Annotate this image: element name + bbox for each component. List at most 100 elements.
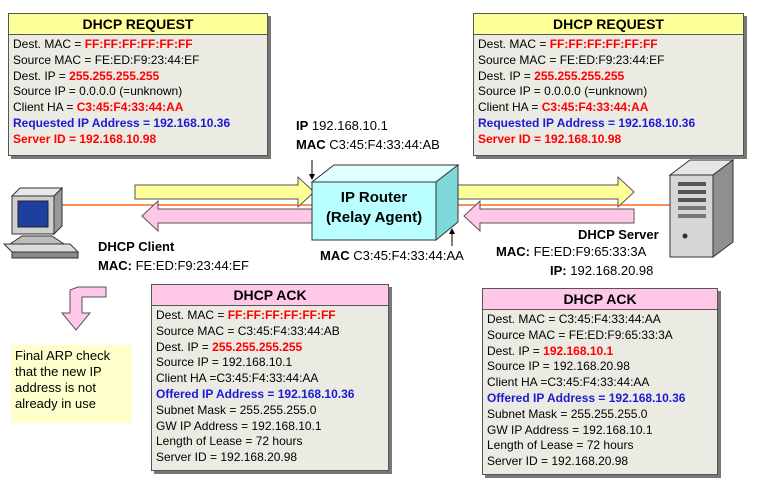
client-ack-title: DHCP ACK <box>152 285 388 306</box>
field-label: Requested IP Address = <box>13 115 154 130</box>
field-value: FF:FF:FF:FF:FF:FF <box>84 37 193 51</box>
field-value: 255.255.255.255 <box>534 68 625 83</box>
arrow-request-to-server <box>449 175 635 209</box>
field-value: 192.168.10.1 <box>582 422 653 437</box>
field-value: 192.168.20.98 <box>551 454 629 469</box>
field-label: Dest. IP = <box>156 339 213 354</box>
field-row: Dest. MAC = C3:45:F4:33:44:AA <box>487 312 717 328</box>
server-ip-value: 192.168.20.98 <box>570 263 654 278</box>
field-row: Dest. IP = 255.255.255.255 <box>478 69 743 85</box>
client-name: DHCP Client <box>98 239 175 254</box>
field-value: 192.168.10.1 <box>222 355 293 370</box>
field-label: Dest. MAC = <box>478 37 550 51</box>
field-label: Source IP = <box>13 84 80 99</box>
client-mac: MAC: FE:ED:F9:23:44:EF <box>98 258 249 273</box>
server-request-box: DHCP REQUEST Dest. MAC = FF:FF:FF:FF:FF:… <box>473 13 744 156</box>
field-row: Requested IP Address = 192.168.10.36 <box>13 116 267 132</box>
field-label: Source MAC = <box>478 52 560 67</box>
field-label: Source IP = <box>478 84 545 99</box>
field-label: Source IP = <box>156 355 223 370</box>
field-value: 192.168.20.98 <box>220 450 298 465</box>
field-row: Source IP = 192.168.10.1 <box>156 355 388 371</box>
field-row: Client HA = C3:45:F4:33:44:AA <box>13 100 267 116</box>
field-row: Source MAC = FE:ED:F9:23:44:EF <box>13 53 267 69</box>
field-value: 192.168.20.98 <box>553 359 630 374</box>
field-value: 0.0.0.0 (=unknown) <box>79 84 183 99</box>
arp-bent-arrow <box>60 286 107 331</box>
client-mac-key: MAC: <box>98 258 132 273</box>
field-value: C3:45:F4:33:44:AB <box>237 323 340 338</box>
field-row: Dest. MAC = FF:FF:FF:FF:FF:FF <box>478 37 743 53</box>
arp-check-note: Final ARP check that the new IP address … <box>11 345 132 423</box>
field-value: 192.168.10.1 <box>543 343 614 358</box>
server-mac-value: FE:ED:F9:65:33:3A <box>533 244 647 259</box>
router-title-line2: (Relay Agent) <box>325 209 423 226</box>
field-row: Offered IP Address = 192.168.10.36 <box>487 391 717 407</box>
field-row: Server ID = 192.168.20.98 <box>487 454 717 470</box>
field-label: Dest. MAC = <box>156 308 228 322</box>
field-value: C3:45:F4:33:44:AA <box>216 371 319 386</box>
field-row: Client HA =C3:45:F4:33:44:AA <box>487 375 717 391</box>
field-row: Dest. IP = 192.168.10.1 <box>487 344 717 360</box>
router-mac-bottom-value: C3:45:F4:33:44:AA <box>353 248 464 263</box>
client-request-box: DHCP REQUEST Dest. MAC = FF:FF:FF:FF:FF:… <box>8 13 268 156</box>
field-row: GW IP Address = 192.168.10.1 <box>156 419 388 435</box>
mac-bottom-pointer-head <box>449 228 455 234</box>
arrow-ack-to-router <box>463 199 635 233</box>
router-ip-label: IP 192.168.10.1 <box>296 118 388 133</box>
field-value: C3:45:F4:33:44:AA <box>76 100 184 115</box>
field-value: 255.255.255.255 <box>212 339 303 354</box>
client-request-title: DHCP REQUEST <box>9 14 267 35</box>
arrow-request-to-router <box>134 175 315 209</box>
field-row: Server ID = 192.168.20.98 <box>156 450 388 466</box>
field-value: FF:FF:FF:FF:FF:FF <box>549 37 658 51</box>
field-label: Client HA = <box>156 371 217 386</box>
router-ip-value: 192.168.10.1 <box>311 118 388 133</box>
field-label: Server ID = <box>487 454 552 469</box>
field-value: C3:45:F4:33:44:AA <box>547 375 650 390</box>
field-label: Server ID = <box>478 131 545 146</box>
field-value: FE:ED:F9:23:44:EF <box>94 52 200 67</box>
field-value: C3:45:F4:33:44:AA <box>541 100 649 115</box>
field-label: Source MAC = <box>13 52 95 67</box>
field-label: Subnet Mask = <box>156 402 240 417</box>
field-label: Dest. IP = <box>487 343 544 358</box>
router-box <box>310 163 460 242</box>
field-value: 255.255.255.0 <box>570 406 648 421</box>
field-label: Dest. MAC = <box>13 37 85 51</box>
field-value: 192.168.10.36 <box>608 390 686 405</box>
field-row: Server ID = 192.168.10.98 <box>478 132 743 148</box>
field-row: Requested IP Address = 192.168.10.36 <box>478 116 743 132</box>
server-mac-key: MAC: <box>496 244 530 259</box>
field-row: Source MAC = FE:ED:F9:23:44:EF <box>478 53 743 69</box>
field-row: Dest. IP = 255.255.255.255 <box>13 69 267 85</box>
field-value: 255.255.255.0 <box>239 402 317 417</box>
arrow-ack-to-client <box>141 199 315 233</box>
field-value: 192.168.10.98 <box>79 131 157 146</box>
field-label: Dest. MAC = <box>487 312 559 326</box>
field-label: Source MAC = <box>156 323 238 338</box>
field-row: Length of Lease = 72 hours <box>487 438 717 454</box>
client-computer-icon <box>2 186 80 259</box>
field-label: Length of Lease = <box>487 438 587 453</box>
router-mac-top-value: C3:45:F4:33:44:AB <box>329 137 440 152</box>
field-label: GW IP Address = <box>156 418 252 433</box>
field-label: Source IP = <box>487 359 554 374</box>
field-label: Client HA = <box>487 375 548 390</box>
field-label: Client HA = <box>478 100 542 115</box>
field-value: FF:FF:FF:FF:FF:FF <box>227 308 336 322</box>
server-request-title: DHCP REQUEST <box>474 14 743 35</box>
server-ack-title: DHCP ACK <box>483 289 717 310</box>
field-value: FE:ED:F9:23:44:EF <box>559 52 665 67</box>
field-label: Server ID = <box>13 131 80 146</box>
field-value: 0.0.0.0 (=unknown) <box>544 84 648 99</box>
field-row: Dest. MAC = FF:FF:FF:FF:FF:FF <box>156 308 388 324</box>
field-value: 192.168.10.36 <box>618 115 696 130</box>
field-label: Client HA = <box>13 100 77 115</box>
router-title-line1: IP Router <box>340 189 408 206</box>
router-mac-bottom-key: MAC <box>320 248 350 263</box>
